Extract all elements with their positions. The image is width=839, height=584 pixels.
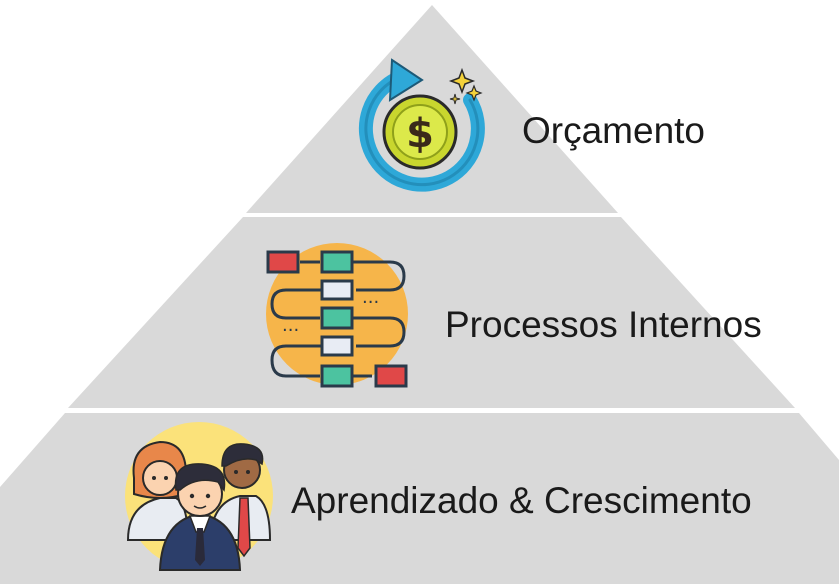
tier-label-aprendizado-crescimento: Aprendizado & Crescimento	[291, 480, 752, 521]
svg-text:···: ···	[362, 292, 379, 313]
process-flow-icon: ··· ···	[266, 243, 408, 388]
pyramid-tier-middle	[68, 217, 795, 408]
budget-coin-refresh-icon: $	[358, 58, 485, 192]
tier-label-orcamento: Orçamento	[522, 110, 705, 151]
tier-label-processos-internos: Processos Internos	[445, 304, 762, 345]
svg-text:$: $	[406, 111, 434, 157]
svg-text:···: ···	[282, 320, 299, 341]
team-people-icon	[125, 422, 273, 571]
